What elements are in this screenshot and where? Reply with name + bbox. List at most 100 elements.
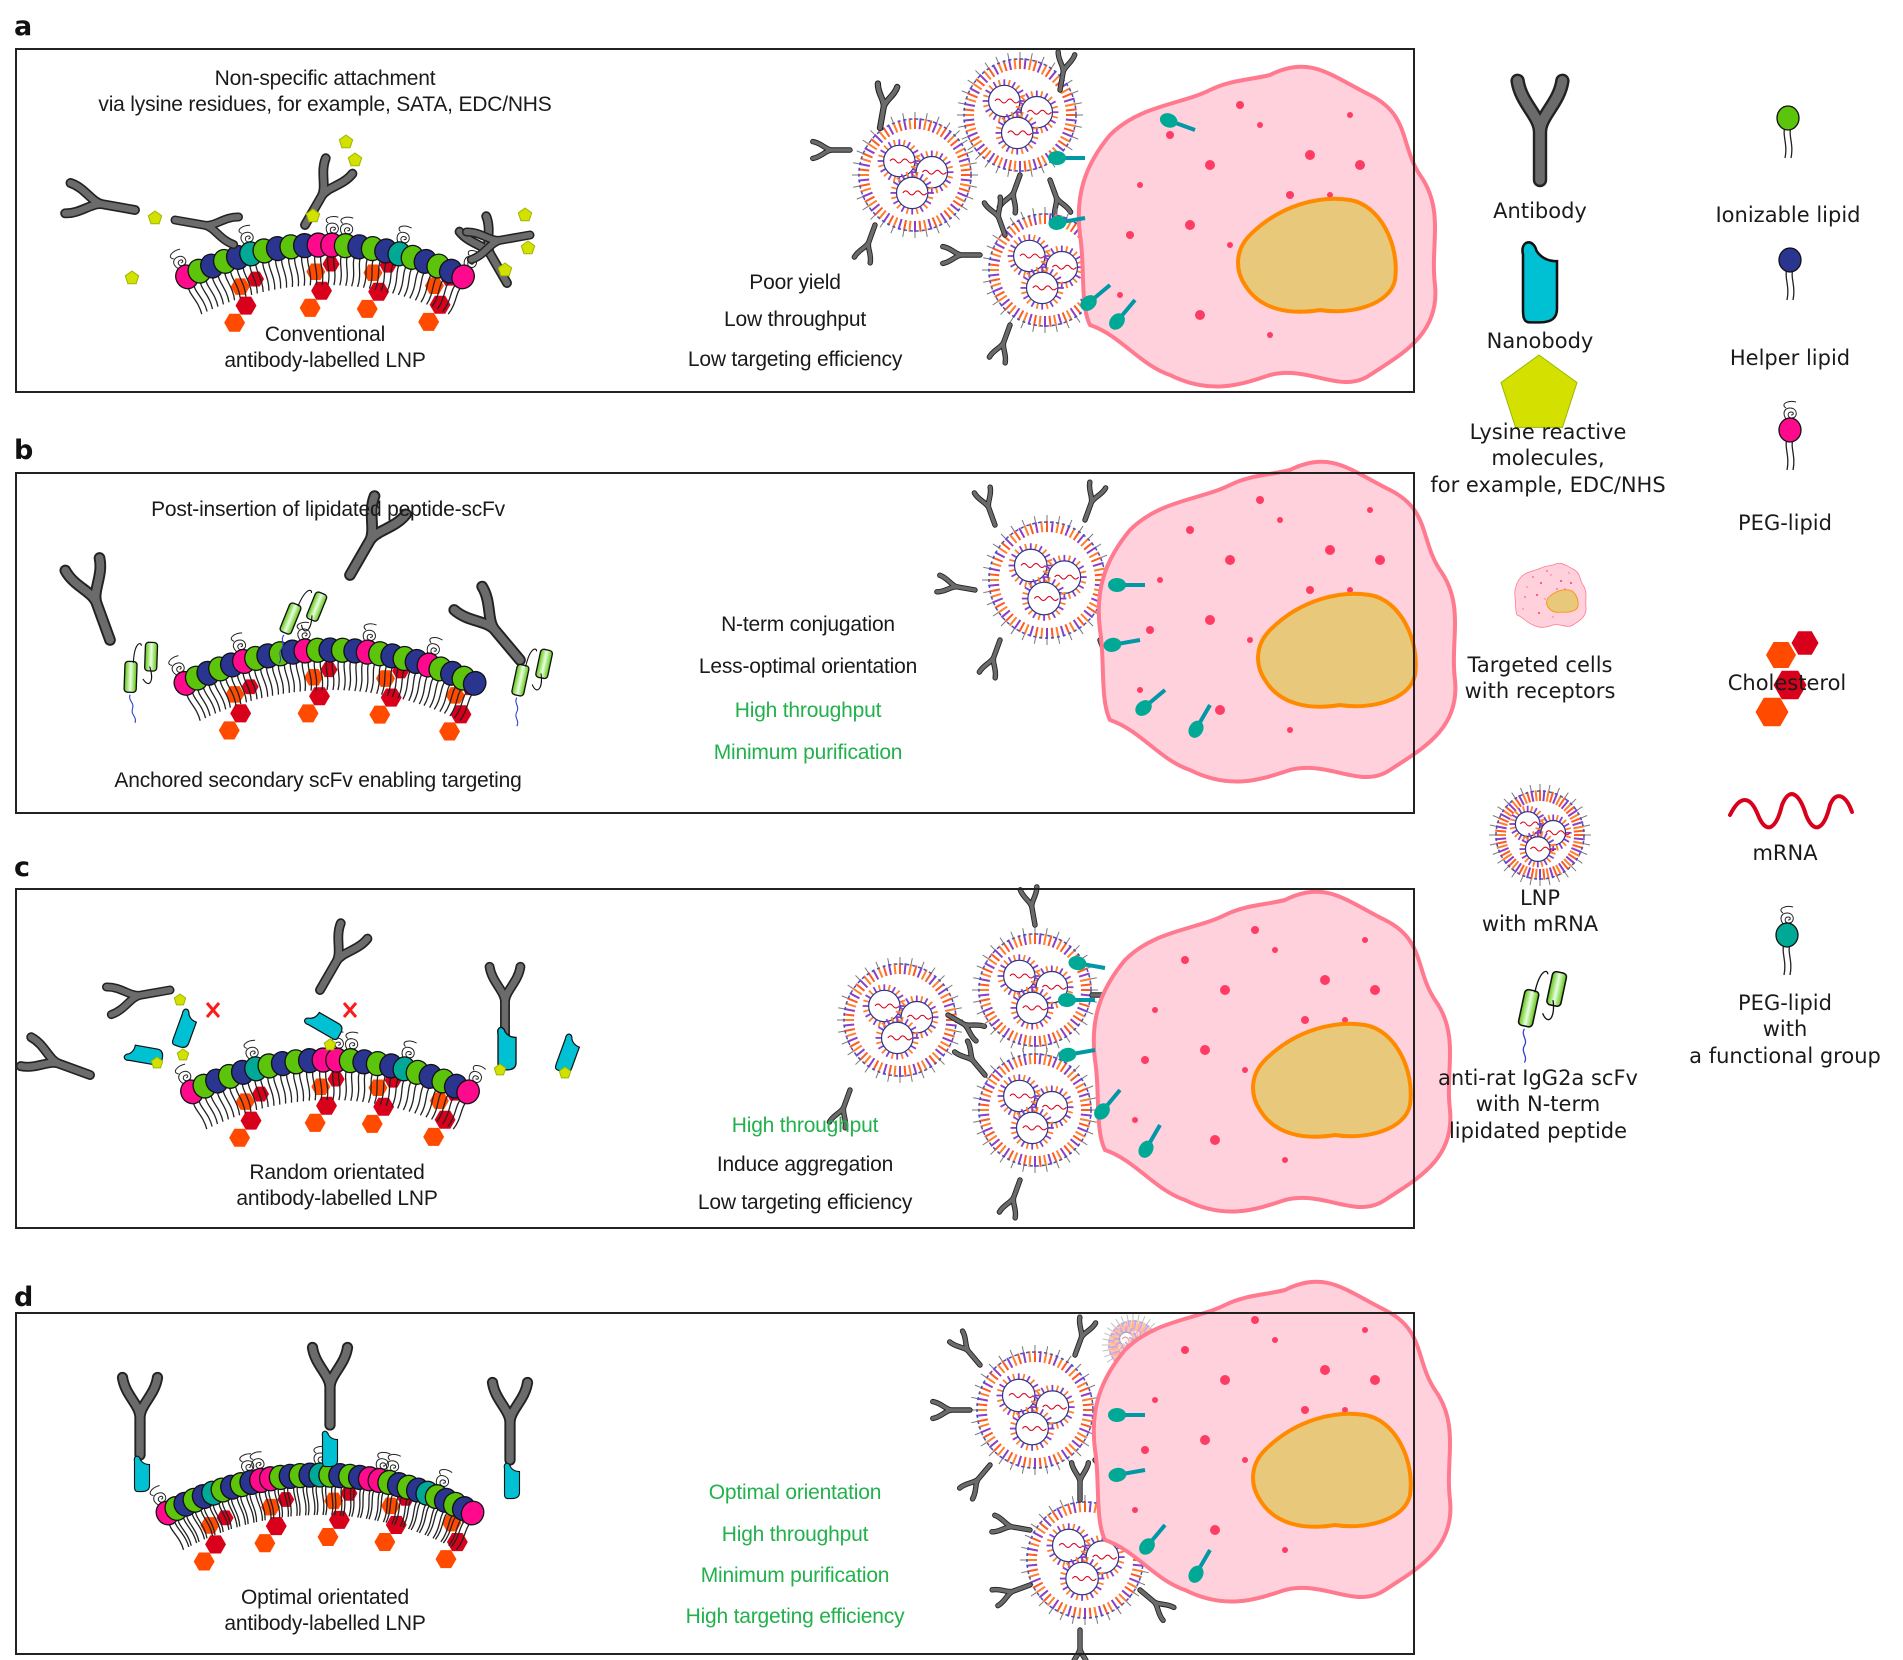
cholesterol-ring [328, 1510, 350, 1529]
lnp-inner-lipid [1071, 557, 1077, 564]
lnp-inner-lipid [1035, 1406, 1039, 1414]
lnp-lipid [1038, 1155, 1042, 1167]
lnp-peg [1079, 628, 1084, 635]
lnp-peg [1032, 208, 1035, 215]
lnp-lipid [1068, 621, 1076, 633]
lnp-lipid [1022, 1053, 1028, 1066]
lnp-inner-lipid [1011, 1131, 1018, 1135]
lnp-peg [1115, 1318, 1120, 1325]
mrna-strand [1008, 1393, 1034, 1398]
legend-line: a functional group [1689, 1043, 1881, 1068]
lnp-lipid [1542, 790, 1546, 802]
lnp-lipid [1042, 1517, 1052, 1527]
lnp-lipid [843, 1027, 856, 1033]
lipid-head [456, 1079, 480, 1105]
lnp-inner-lipid [892, 139, 897, 147]
lnp-lipid [918, 220, 922, 232]
lnp-lipid [864, 147, 875, 155]
lnp-peg [980, 1442, 987, 1447]
lnp-lipid [980, 1427, 992, 1434]
lnp-peg [983, 280, 990, 283]
lnp-lipid [1072, 1501, 1077, 1514]
receptor-head [1188, 720, 1204, 738]
lnp-peg [1045, 1165, 1048, 1172]
cholesterol-ring [304, 1113, 326, 1132]
lnp-lipid [983, 149, 992, 160]
receptor-icon [1068, 956, 1106, 971]
lnp-inner-lipid [904, 1018, 909, 1025]
lnp-inner-lipid [900, 1016, 904, 1024]
antibody-fill [930, 1399, 972, 1421]
lnp-peg [975, 154, 981, 160]
lnp-peg [870, 130, 876, 136]
antibody-fill [17, 1033, 94, 1079]
lnp-lipid [978, 983, 990, 987]
lnp-lipid [990, 1138, 1001, 1147]
lnp-lipid [957, 191, 969, 198]
lnp-lipid [1061, 312, 1068, 324]
lnp-inner-lipid [1062, 1523, 1066, 1531]
lnp-lipid [908, 220, 912, 232]
lnp-inner-lipid [1022, 954, 1026, 962]
nucleus [1251, 1411, 1413, 1529]
lnp-inner-lipid [1000, 1084, 1007, 1089]
lnp-lipid [981, 1126, 993, 1133]
antibody-fill [61, 554, 114, 644]
lnp-lipid [1063, 127, 1075, 133]
lnp-peg [1133, 1592, 1140, 1597]
lnp-inner-lipid [997, 1398, 1004, 1403]
lnp-peg [1137, 1314, 1140, 1321]
cytoplasm-dot [1325, 545, 1335, 555]
lipid-head [1778, 417, 1802, 443]
lnp-peg [1074, 1065, 1080, 1071]
lnp-inner-lipid [1075, 1594, 1079, 1601]
nanobody-body [503, 1462, 521, 1500]
lnp-lipid [1077, 1087, 1089, 1094]
lnp-inner-lipid [1062, 971, 1068, 977]
lnp-lipid [1558, 797, 1566, 808]
lnp-peg [1074, 945, 1080, 951]
scfv-icon [123, 641, 159, 723]
antibody-icon [946, 1328, 983, 1368]
lnp-peg [1074, 1149, 1080, 1155]
lnp-inner-lipid [1016, 1018, 1022, 1024]
lnp-lipid [1108, 1339, 1120, 1344]
lnp-lipid [972, 82, 983, 91]
lnp-peg [864, 1067, 869, 1073]
receptor-icon [1094, 1088, 1122, 1120]
lnp-inner-lipid [998, 969, 1005, 973]
lnp-lipid [1127, 1320, 1132, 1332]
legend-label-lysine-reactive: Lysine reactive molecules, for example, … [1430, 419, 1665, 498]
lnp-peg [1082, 1021, 1088, 1026]
lnp-lipid [1072, 1134, 1083, 1143]
lnp-inner-lipid [1066, 1110, 1073, 1114]
lnp-lipid [1022, 1154, 1028, 1167]
lnp-lipid [1078, 1092, 1090, 1098]
lnp-inner-lipid [1130, 1334, 1137, 1340]
lnp-peg [1564, 792, 1569, 798]
caption-line: Non-specific attachment [214, 67, 436, 90]
lnp-lipid [1051, 1599, 1060, 1610]
lnp-inner-lipid [1116, 1329, 1123, 1335]
cytoplasm-dot [1568, 572, 1570, 574]
lnp-inner-lipid [1056, 1559, 1062, 1566]
lnp-lipid [1079, 977, 1092, 983]
cholesterol-ring [261, 1498, 281, 1516]
antibody-fill [301, 154, 356, 229]
lnp-lipid [1028, 625, 1035, 637]
lnp-peg [847, 984, 853, 989]
lnp-peg [1581, 851, 1588, 855]
lnp-lipid [1124, 1320, 1130, 1332]
scfv-icon [1517, 970, 1568, 1063]
lnp-lipid [1011, 1453, 1018, 1465]
cholesterol-icon [224, 271, 265, 332]
antibody-icon [996, 1177, 1023, 1221]
lnp-shell [978, 933, 1092, 1047]
lnp-inner-lipid [1051, 578, 1056, 585]
lnp-inner-lipid [1045, 302, 1049, 310]
lnp-inner-lipid [997, 79, 1002, 87]
legend-line: Cholesterol [1727, 671, 1847, 695]
lnp-inner-lipid [1047, 614, 1051, 621]
lnp-lipid [1044, 67, 1053, 78]
